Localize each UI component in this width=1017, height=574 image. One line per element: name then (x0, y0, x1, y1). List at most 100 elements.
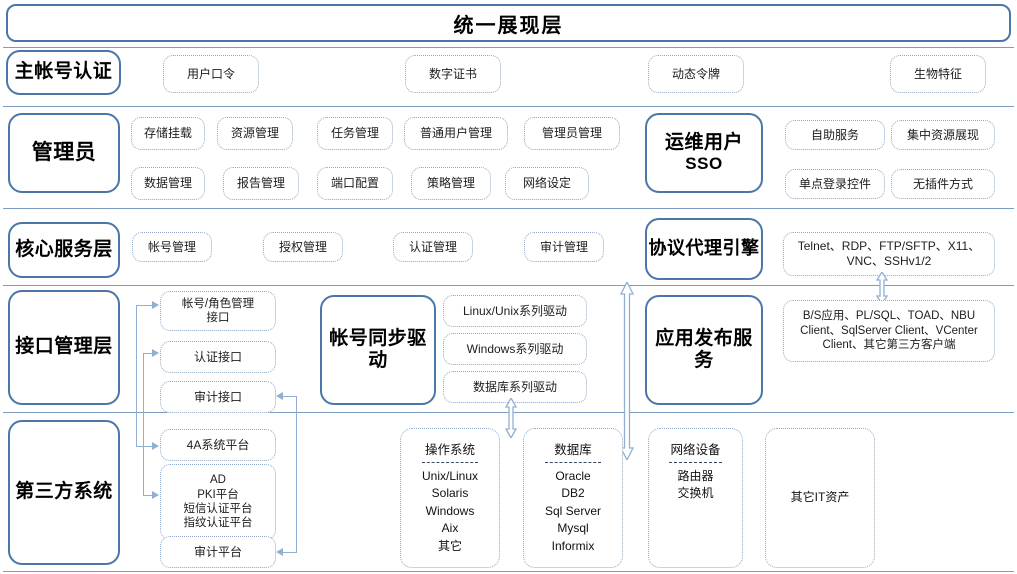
layer-label-app-publish: 应用发布服务 (645, 295, 763, 405)
page-title: 统一展现层 (6, 4, 1011, 42)
double-arrow-driver-os (503, 398, 519, 438)
core-item-authentication-mgmt[interactable]: 认证管理 (393, 232, 473, 262)
connector-line-audit (296, 396, 297, 552)
admin-item-network-config[interactable]: 网络设定 (505, 167, 589, 200)
divider-auth-top (3, 47, 1014, 48)
divider-core-top (3, 208, 1014, 209)
connector-arrow-ad-pki (152, 490, 159, 499)
app-publish-line1: B/S应用、PL/SQL、TOAD、NBU (802, 310, 976, 323)
resource-card-database-separator (544, 462, 602, 463)
layer-label-third-party: 第三方系统 (8, 420, 120, 565)
resource-card-network-title: 网络设备 (670, 443, 721, 457)
admin-item-storage-mount[interactable]: 存储挂载 (131, 117, 205, 150)
app-publish-line2: Client、SqlServer Client、VCenter (800, 324, 978, 337)
connector-h-account-role-bottom (136, 446, 154, 447)
os-item-3: Aix (441, 521, 459, 536)
core-item-account-mgmt[interactable]: 帐号管理 (132, 232, 212, 262)
admin-item-task-mgmt[interactable]: 任务管理 (317, 117, 393, 150)
db-item-3: Mysql (557, 521, 589, 536)
resource-card-other-assets-label: 其它IT资产 (790, 490, 850, 505)
interface-item-account-role[interactable]: 帐号/角色管理 接口 (160, 291, 276, 331)
db-item-2: Sql Server (544, 503, 602, 518)
admin-item-resource-mgmt[interactable]: 资源管理 (217, 117, 293, 150)
resource-card-database-title: 数据库 (554, 443, 592, 457)
net-item-0: 路由器 (677, 469, 714, 483)
auth-item-biometric[interactable]: 生物特征 (890, 55, 986, 93)
core-item-audit-mgmt[interactable]: 审计管理 (524, 232, 604, 262)
interface-item-authentication[interactable]: 认证接口 (160, 341, 276, 373)
db-item-4: Informix (551, 538, 595, 553)
connector-arrow-audit-platform (276, 547, 283, 556)
resource-card-os-items: Unix/Linux Solaris Windows Aix 其它 (422, 468, 478, 555)
connector-arrow-authentication-top (152, 348, 159, 357)
divider-admin-top (3, 106, 1014, 107)
db-item-0: Oracle (555, 469, 591, 483)
protocol-list-line1: Telnet、RDP、FTP/SFTP、X11、 (797, 239, 981, 253)
resource-card-os-separator (421, 462, 479, 463)
resource-card-os-title: 操作系统 (424, 443, 475, 457)
sso-item-self-service[interactable]: 自助服务 (785, 120, 885, 150)
os-item-2: Windows (425, 503, 475, 518)
protocol-list-box: Telnet、RDP、FTP/SFTP、X11、 VNC、SSHv1/2 (783, 232, 995, 276)
resource-card-database-items: Oracle DB2 Sql Server Mysql Informix (545, 468, 601, 555)
divider-interface-top (3, 285, 1014, 286)
sso-label-line1: 运维用户 (664, 131, 743, 153)
driver-item-windows[interactable]: Windows系列驱动 (443, 333, 587, 365)
connector-h-audit-interface (282, 396, 297, 397)
layer-label-core: 核心服务层 (8, 222, 120, 278)
db-item-1: DB2 (561, 486, 585, 501)
net-item-1: 交换机 (677, 486, 714, 501)
connector-h-audit-platform (282, 552, 297, 553)
third-party-item-4a-platform[interactable]: 4A系统平台 (160, 429, 276, 461)
admin-item-port-config[interactable]: 端口配置 (317, 167, 393, 200)
protocol-list-line2: VNC、SSHv1/2 (846, 254, 932, 268)
sso-item-sso-control[interactable]: 单点登录控件 (785, 169, 885, 199)
layer-label-admin: 管理员 (8, 113, 120, 193)
third-party-fingerprint-auth: 指纹认证平台 (183, 517, 253, 530)
third-party-ad: AD (210, 474, 226, 487)
driver-item-linux-unix[interactable]: Linux/Unix系列驱动 (443, 295, 587, 327)
admin-item-data-mgmt[interactable]: 数据管理 (131, 167, 205, 200)
layer-label-interface: 接口管理层 (8, 290, 120, 405)
app-publish-line3: Client、其它第三方客户端 (822, 339, 956, 352)
interface-item-account-role-line2: 接口 (206, 312, 230, 324)
double-arrow-protocol-publish (874, 272, 890, 304)
core-item-authorization-mgmt[interactable]: 授权管理 (263, 232, 343, 262)
admin-item-normal-user-mgmt[interactable]: 普通用户管理 (404, 117, 508, 150)
sso-item-plugin-free[interactable]: 无插件方式 (891, 169, 995, 199)
sso-label-line2: SSO (685, 154, 723, 174)
third-party-item-audit-platform[interactable]: 审计平台 (160, 536, 276, 568)
os-item-1: Solaris (431, 486, 469, 501)
connector-arrow-account-role-top (152, 300, 159, 309)
third-party-sms-auth: 短信认证平台 (183, 503, 253, 515)
layer-label-auth: 主帐号认证 (6, 50, 121, 95)
os-item-0: Unix/Linux (421, 469, 479, 483)
auth-item-password[interactable]: 用户口令 (163, 55, 259, 93)
resource-card-other-assets: 其它IT资产 (765, 428, 875, 568)
os-item-4: 其它 (437, 538, 462, 553)
divider-bottom (3, 571, 1014, 572)
connector-arrow-audit-interface (276, 391, 283, 400)
third-party-pki: PKI平台 (197, 488, 239, 501)
third-party-item-ad-pki[interactable]: AD PKI平台 短信认证平台 指纹认证平台 (160, 464, 276, 540)
resource-card-network-items: 路由器 交换机 (677, 468, 713, 503)
connector-h-authentication-top (143, 353, 154, 354)
admin-item-policy-mgmt[interactable]: 策略管理 (411, 167, 491, 200)
layer-label-account-sync-driver: 帐号同步驱动 (320, 295, 436, 405)
admin-item-report-mgmt[interactable]: 报告管理 (223, 167, 299, 200)
sso-item-central-resource-view[interactable]: 集中资源展现 (891, 120, 995, 150)
resource-card-network-separator (668, 462, 723, 463)
driver-item-database[interactable]: 数据库系列驱动 (443, 371, 587, 403)
connector-arrow-4a-platform (152, 441, 159, 450)
auth-item-certificate[interactable]: 数字证书 (405, 55, 501, 93)
connector-h-authentication-bottom (143, 495, 154, 496)
resource-card-database: 数据库 Oracle DB2 Sql Server Mysql Informix (523, 428, 623, 568)
interface-item-audit[interactable]: 审计接口 (160, 381, 276, 413)
resource-card-os: 操作系统 Unix/Linux Solaris Windows Aix 其它 (400, 428, 500, 568)
auth-item-token[interactable]: 动态令牌 (648, 55, 744, 93)
interface-item-account-role-line1: 帐号/角色管理 (181, 297, 255, 310)
admin-item-admin-mgmt[interactable]: 管理员管理 (524, 117, 620, 150)
connector-line-account-role (136, 305, 137, 446)
connector-line-authentication (143, 353, 144, 495)
double-arrow-publish-resources (618, 282, 636, 460)
